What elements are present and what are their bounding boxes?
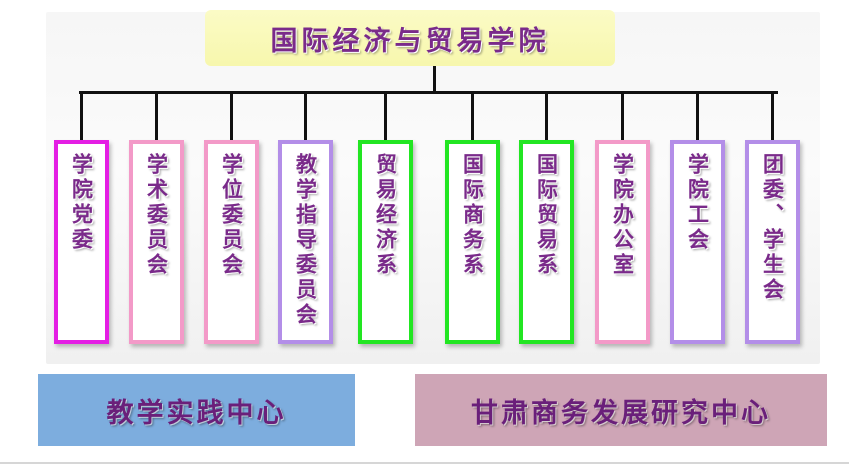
unit-node-college-office: 学院办公室 bbox=[595, 140, 650, 344]
unit-node-trade-economics-dept: 贸易经济系 bbox=[358, 140, 413, 344]
center-label: 甘肃商务发展研究中心 bbox=[471, 397, 771, 429]
drop-connector bbox=[230, 93, 233, 141]
unit-node-international-business-dept: 国际商务系 bbox=[445, 140, 500, 344]
center-label: 教学实践中心 bbox=[106, 397, 287, 429]
unit-node-label: 教学指导委员会 bbox=[293, 153, 318, 328]
unit-node-label: 国际贸易系 bbox=[534, 153, 559, 278]
center-gansu-commerce-research: 甘肃商务发展研究中心 bbox=[415, 374, 827, 446]
drop-connector bbox=[155, 93, 158, 141]
unit-node-label: 学位委员会 bbox=[219, 153, 244, 278]
bottom-rule bbox=[0, 462, 849, 464]
unit-node-academic-committee: 学术委员会 bbox=[129, 140, 184, 344]
drop-connector bbox=[696, 93, 699, 141]
unit-node-label: 学院工会 bbox=[685, 153, 710, 253]
drop-connector bbox=[471, 93, 474, 141]
horizontal-bus bbox=[79, 91, 778, 94]
root-node-label: 国际经济与贸易学院 bbox=[270, 25, 550, 57]
unit-node-label: 团委、学生会 bbox=[760, 153, 785, 303]
unit-node-youth-league-student-union: 团委、学生会 bbox=[745, 140, 800, 344]
unit-node-label: 学院党委 bbox=[69, 153, 94, 253]
drop-connector bbox=[771, 93, 774, 141]
unit-node-party-committee: 学院党委 bbox=[54, 140, 109, 344]
unit-node-label: 国际商务系 bbox=[460, 153, 485, 278]
drop-connector bbox=[80, 93, 83, 141]
unit-node-college-union: 学院工会 bbox=[670, 140, 725, 344]
drop-connector bbox=[304, 93, 307, 141]
root-node: 国际经济与贸易学院 bbox=[205, 10, 615, 66]
unit-node-label: 学院办公室 bbox=[610, 153, 635, 278]
drop-connector bbox=[384, 93, 387, 141]
unit-node-label: 学术委员会 bbox=[144, 153, 169, 278]
unit-node-degree-committee: 学位委员会 bbox=[204, 140, 259, 344]
center-teaching-practice: 教学实践中心 bbox=[38, 374, 355, 446]
unit-node-label: 贸易经济系 bbox=[373, 153, 398, 278]
root-connector bbox=[433, 66, 436, 93]
drop-connector bbox=[545, 93, 548, 141]
unit-node-international-trade-dept: 国际贸易系 bbox=[519, 140, 574, 344]
unit-node-teaching-guidance-committee: 教学指导委员会 bbox=[278, 140, 333, 344]
drop-connector bbox=[621, 93, 624, 141]
